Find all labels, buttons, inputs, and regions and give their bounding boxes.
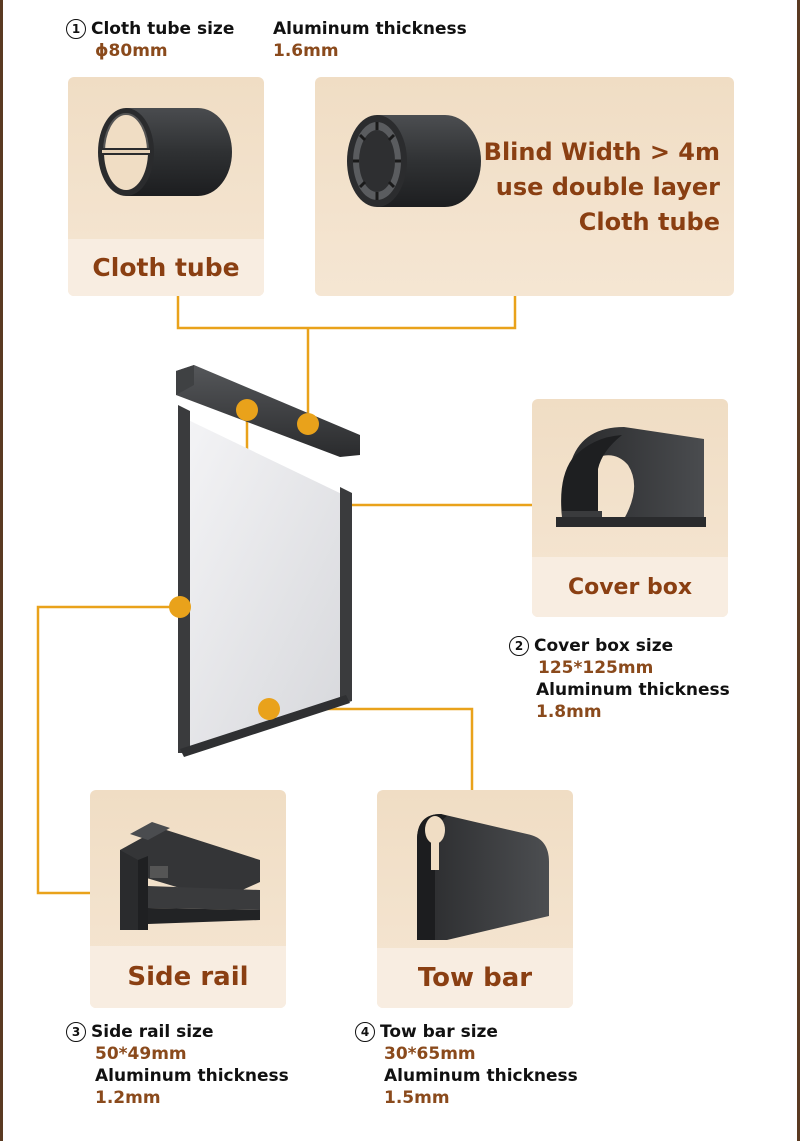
step-number-badge: 4 [355, 1022, 375, 1042]
spec-value: 30*65mm [384, 1044, 476, 1064]
marker-dot [297, 413, 319, 435]
tow-bar-profile-icon [417, 814, 549, 940]
card-double-layer: Blind Width > 4m use double layer Cloth … [315, 77, 734, 296]
right-border [797, 0, 800, 1141]
card-label: Tow bar [377, 948, 573, 1008]
spec-value: 1.6mm [273, 41, 339, 61]
step-number-badge: 3 [66, 1022, 86, 1042]
card-label: Cloth tube [68, 239, 264, 296]
card-cover-box: Cover box [532, 399, 728, 617]
roller-blind-assembly-icon [176, 365, 360, 757]
spec-title: Side rail size [91, 1022, 214, 1042]
note-line: Blind Width > 4m [483, 138, 720, 166]
spec-thickness-title: Aluminum thickness [536, 680, 730, 700]
spec-cloth-tube-thickness: Aluminum thickness 1.6mm [273, 18, 467, 62]
spec-value: 50*49mm [95, 1044, 187, 1064]
card-cloth-tube: Cloth tube [68, 77, 264, 296]
spec-value: ϕ80mm [95, 41, 168, 61]
spec-thickness-value: 1.5mm [384, 1088, 450, 1108]
cover-box-profile-icon [556, 427, 706, 527]
card-tow-bar: Tow bar [377, 790, 573, 1008]
step-number-badge: 2 [509, 636, 529, 656]
spec-thickness-value: 1.2mm [95, 1088, 161, 1108]
marker-dot [169, 596, 191, 618]
spec-value: 125*125mm [538, 658, 654, 678]
marker-dot [258, 698, 280, 720]
side-rail-profile-icon [120, 822, 260, 930]
spec-title: Tow bar size [380, 1022, 498, 1042]
cloth-tube-profile-icon [98, 108, 232, 196]
spec-thickness-value: 1.8mm [536, 702, 602, 722]
note-line: use double layer [495, 173, 720, 201]
spec-title: Aluminum thickness [273, 19, 467, 39]
card-side-rail: Side rail [90, 790, 286, 1008]
step-number-badge: 1 [66, 19, 86, 39]
spec-title: Cloth tube size [91, 19, 235, 39]
card-label: Cover box [532, 557, 728, 617]
spec-thickness-title: Aluminum thickness [95, 1066, 289, 1086]
spec-thickness-title: Aluminum thickness [384, 1066, 578, 1086]
note-line: Cloth tube [578, 208, 720, 236]
card-label: Side rail [90, 946, 286, 1008]
marker-dot [236, 399, 258, 421]
double-layer-tube-profile-icon [347, 115, 481, 207]
left-border [0, 0, 3, 1141]
double-layer-note: Blind Width > 4m use double layer Cloth … [484, 135, 720, 240]
spec-title: Cover box size [534, 636, 674, 656]
